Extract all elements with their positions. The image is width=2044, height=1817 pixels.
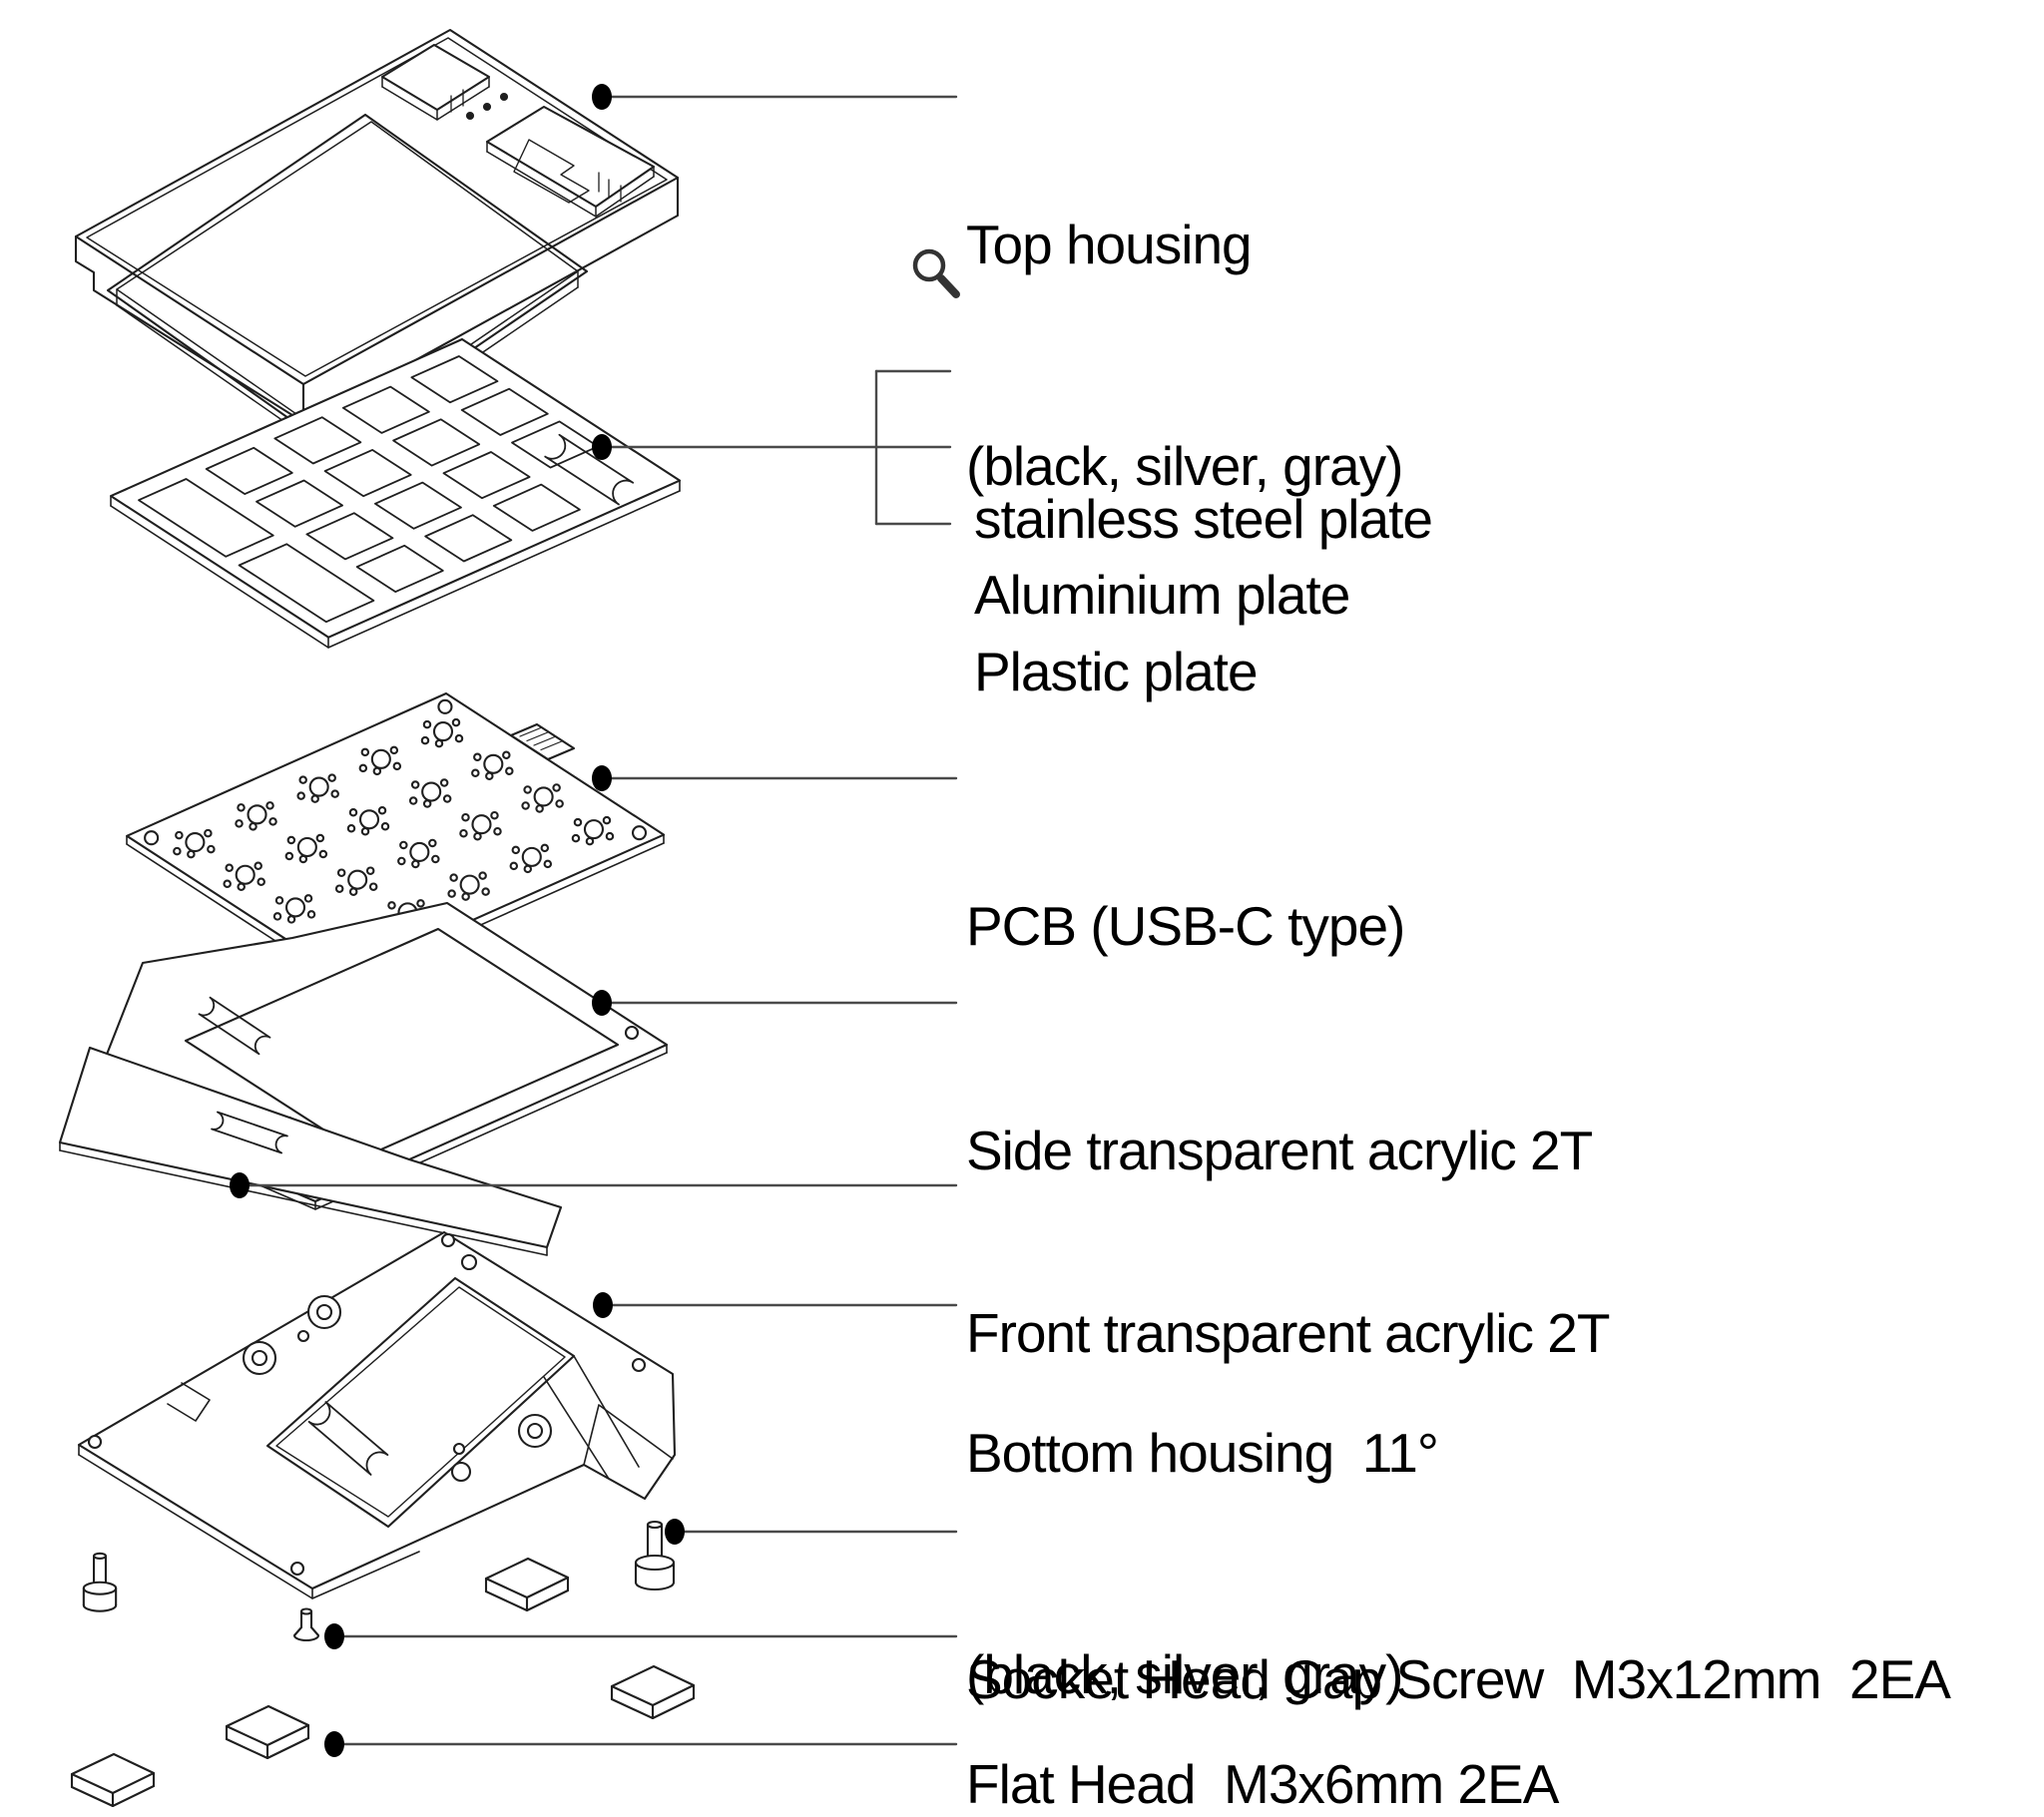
leader-lines	[230, 84, 958, 1757]
bottom-housing-label-line2: (black, silver, gray)	[966, 1643, 1403, 1705]
socket-screw-label: Socket Head Cap Screw M3x12mm 2EA	[966, 1648, 1951, 1710]
leader-flat-head-dot	[324, 1623, 344, 1649]
flat-head-screw	[292, 1607, 320, 1642]
bumpon-2	[610, 1664, 696, 1720]
front-acrylic-label: Front transparent acrylic 2T	[966, 1302, 1610, 1364]
label-aluminium-plate: Aluminium plate	[974, 410, 1350, 779]
socket-head-screw-right	[634, 1520, 676, 1591]
stainless-plate-label: stainless steel plate	[974, 488, 1433, 550]
magnifier-icon	[912, 248, 960, 298]
bumpon-4	[70, 1752, 156, 1808]
label-socket-screw: Socket Head Cap Screw M3x12mm 2EA	[966, 1495, 1951, 1817]
leader-pcb-dot	[592, 765, 612, 791]
leader-bumpon-dot	[324, 1731, 344, 1757]
leader-plate-dot	[592, 434, 612, 460]
label-stainless-steel-plate: stainless steel plate	[974, 334, 1433, 703]
socket-head-screw-left	[82, 1552, 118, 1612]
side-acrylic-label: Side transparent acrylic 2T	[966, 1120, 1593, 1181]
leader-top-housing-dot	[592, 84, 612, 110]
front-acrylic-drawing	[58, 1046, 563, 1256]
bumpon-1	[484, 1557, 570, 1612]
label-pcb: PCB (USB-C type)	[966, 741, 1405, 1111]
top-housing-label-line2: (black, silver, gray)	[966, 435, 1403, 497]
switch-plate-drawing	[110, 337, 682, 649]
label-side-acrylic: Side transparent acrylic 2T	[966, 966, 1593, 1335]
bumpon-3	[225, 1704, 310, 1760]
flat-head-label: Flat Head M3x6mm 2EA	[966, 1753, 1559, 1815]
label-flat-head: Flat Head M3x6mm 2EA	[966, 1599, 1559, 1817]
label-bumpon: Bumpon 4EA	[966, 1707, 1279, 1817]
plastic-plate-label: Plastic plate	[974, 641, 1259, 702]
leader-side-acrylic-dot	[592, 990, 612, 1016]
pcb-label: PCB (USB-C type)	[966, 895, 1405, 957]
top-housing-label-line1: Top housing	[966, 214, 1253, 275]
leader-socket-screw-dot	[665, 1519, 685, 1545]
leader-front-acrylic-dot	[230, 1172, 250, 1198]
bottom-housing-drawing	[77, 1230, 677, 1599]
label-front-acrylic: Front transparent acrylic 2T	[966, 1148, 1610, 1518]
leader-bottom-housing-dot	[593, 1292, 613, 1318]
bottom-housing-label-line1: Bottom housing 11°	[966, 1422, 1439, 1484]
label-bottom-housing: Bottom housing 11° (black, silver, gray)	[966, 1268, 1439, 1817]
label-plastic-plate: Plastic plate	[974, 487, 1259, 856]
aluminium-plate-label: Aluminium plate	[974, 564, 1350, 626]
label-top-housing: Top housing (black, silver, gray)	[966, 60, 1403, 651]
